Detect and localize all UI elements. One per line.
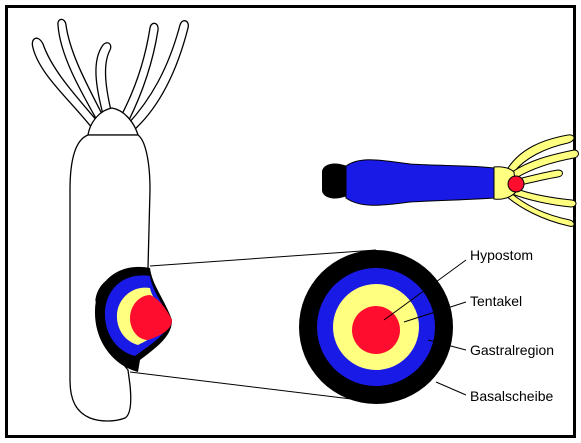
label-tentakel: Tentakel — [470, 293, 522, 309]
enlarged-cross-section — [299, 250, 453, 404]
label-basalscheibe: Basalscheibe — [470, 388, 553, 404]
colored-body — [346, 160, 494, 206]
leader-basalscheibe — [436, 382, 466, 395]
hydra-tentacle-5 — [128, 21, 188, 130]
hydra-body-outline — [32, 19, 188, 421]
colored-hydra — [322, 135, 579, 226]
colored-basal-disc — [322, 163, 348, 198]
label-gastralregion: Gastralregion — [470, 342, 554, 358]
label-hypostom: Hypostom — [470, 247, 533, 263]
colored-hypostome — [508, 176, 524, 192]
